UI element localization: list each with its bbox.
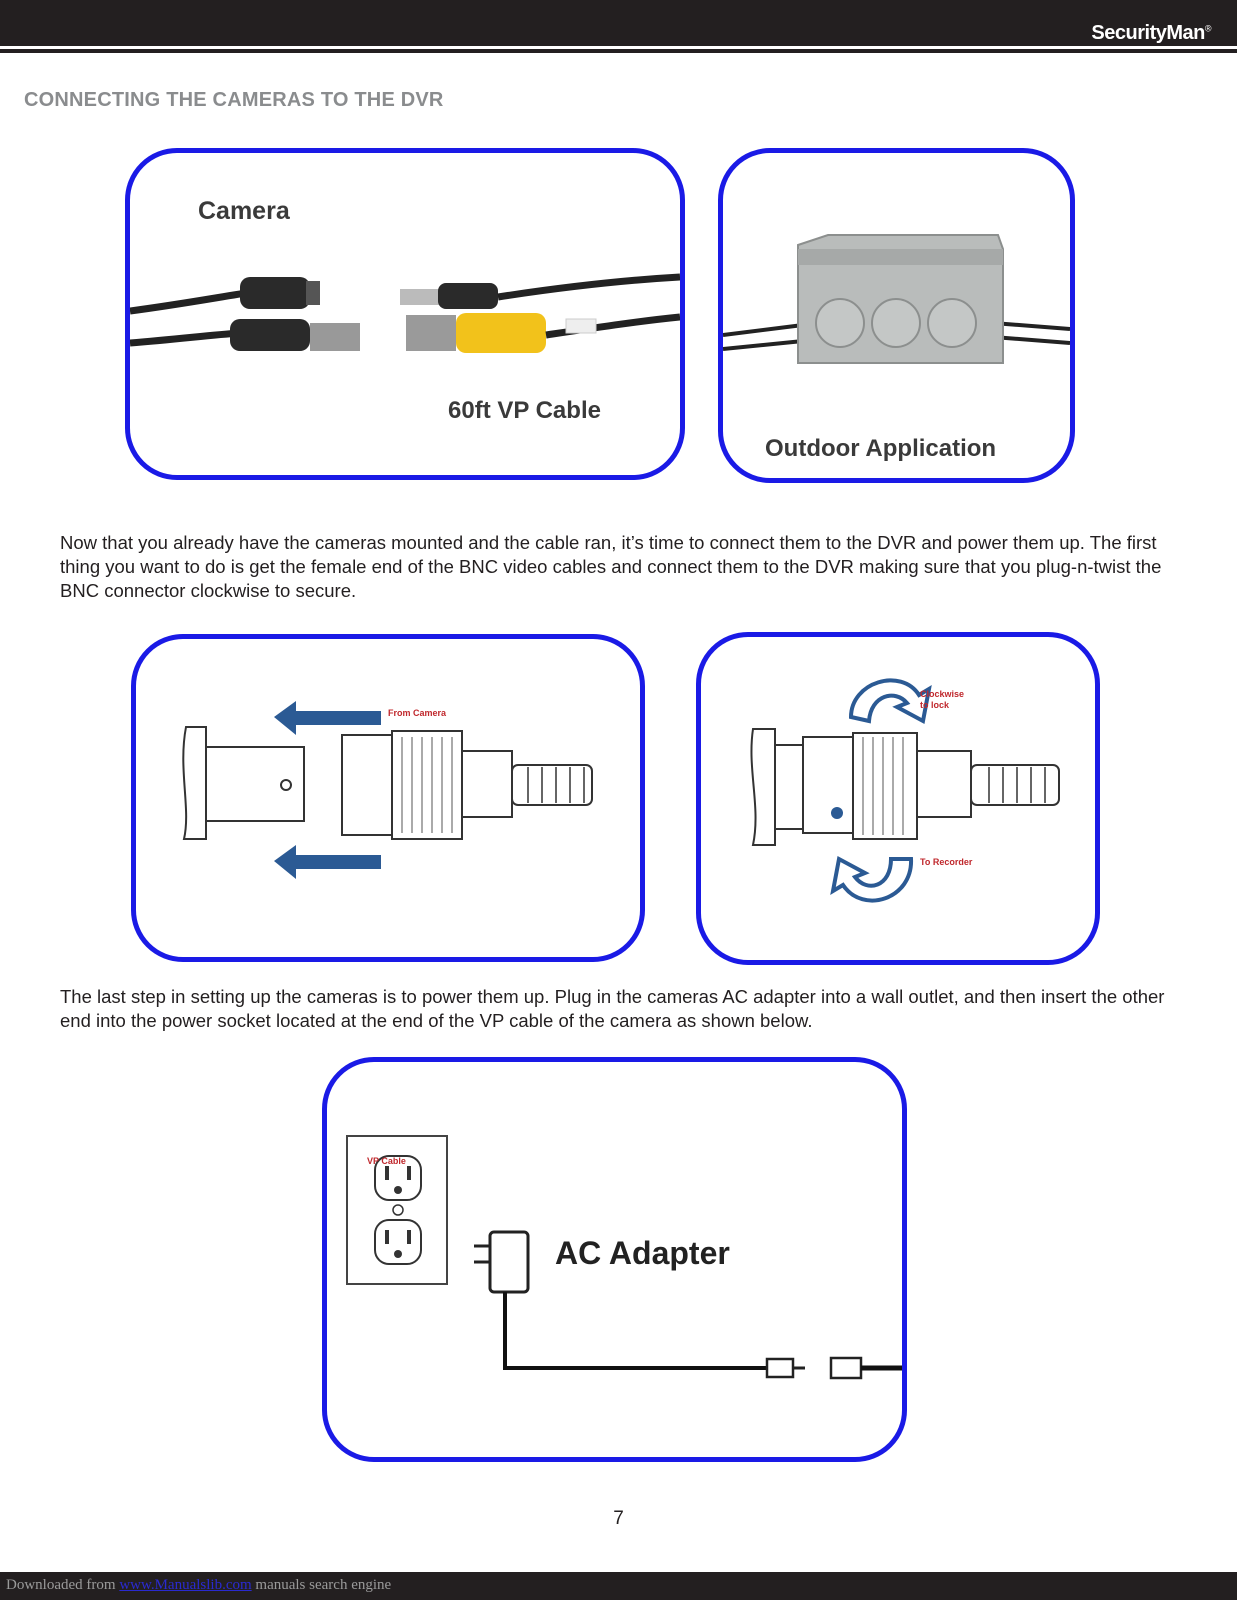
camera-label: Camera xyxy=(198,197,290,225)
figure-outdoor-application: Outdoor Application xyxy=(718,148,1075,483)
figure-camera-cable: Camera 60ft VP Cable xyxy=(125,148,685,480)
rotate-arrow-bottom-icon xyxy=(830,855,914,903)
figure-bnc-plug: From Camera xyxy=(131,634,645,962)
page-number: 7 xyxy=(613,1508,624,1529)
header-bar: SecurityMan® xyxy=(0,0,1237,46)
arrow-left-bottom-icon xyxy=(274,845,381,879)
header-rule xyxy=(0,49,1237,53)
figure-bnc-twist: Clockwise to lock To Recorder xyxy=(696,632,1100,965)
bnc-plug-illustration xyxy=(182,701,593,879)
junction-box-illustration xyxy=(723,234,1070,364)
footer-text: Downloaded from www.Manualslib.com manua… xyxy=(6,1577,392,1593)
camera-cable-illustration xyxy=(130,273,680,353)
brand-logo: SecurityMan® xyxy=(1091,22,1211,44)
section-title: CONNECTING THE CAMERAS TO THE DVR xyxy=(24,89,444,111)
power-paragraph: The last step in setting up the cameras … xyxy=(60,986,1165,1031)
ac-adapter-icon xyxy=(488,1230,530,1294)
bnc-twist-illustration xyxy=(750,678,1060,903)
figure-ac-adapter: VP Cable AC Adapter xyxy=(322,1057,907,1462)
rotate-arrow-top-icon xyxy=(848,678,932,725)
footer-bar: Downloaded from www.Manualslib.com manua… xyxy=(0,1572,1237,1600)
manualslib-link[interactable]: www.Manualslib.com xyxy=(119,1577,252,1593)
vp-cable-label: VP Cable xyxy=(367,1156,406,1166)
arrow-left-top-icon xyxy=(274,701,381,735)
to-recorder-label: To Recorder xyxy=(920,857,973,867)
ac-adapter-label: AC Adapter xyxy=(555,1235,730,1271)
intro-paragraph: Now that you already have the cameras mo… xyxy=(60,532,1162,601)
clockwise-label: Clockwise to lock xyxy=(920,689,965,710)
ac-adapter-illustration xyxy=(346,1135,902,1380)
cable-label: 60ft VP Cable xyxy=(448,397,601,424)
outdoor-label: Outdoor Application xyxy=(765,435,997,462)
from-camera-label: From Camera xyxy=(388,708,447,718)
